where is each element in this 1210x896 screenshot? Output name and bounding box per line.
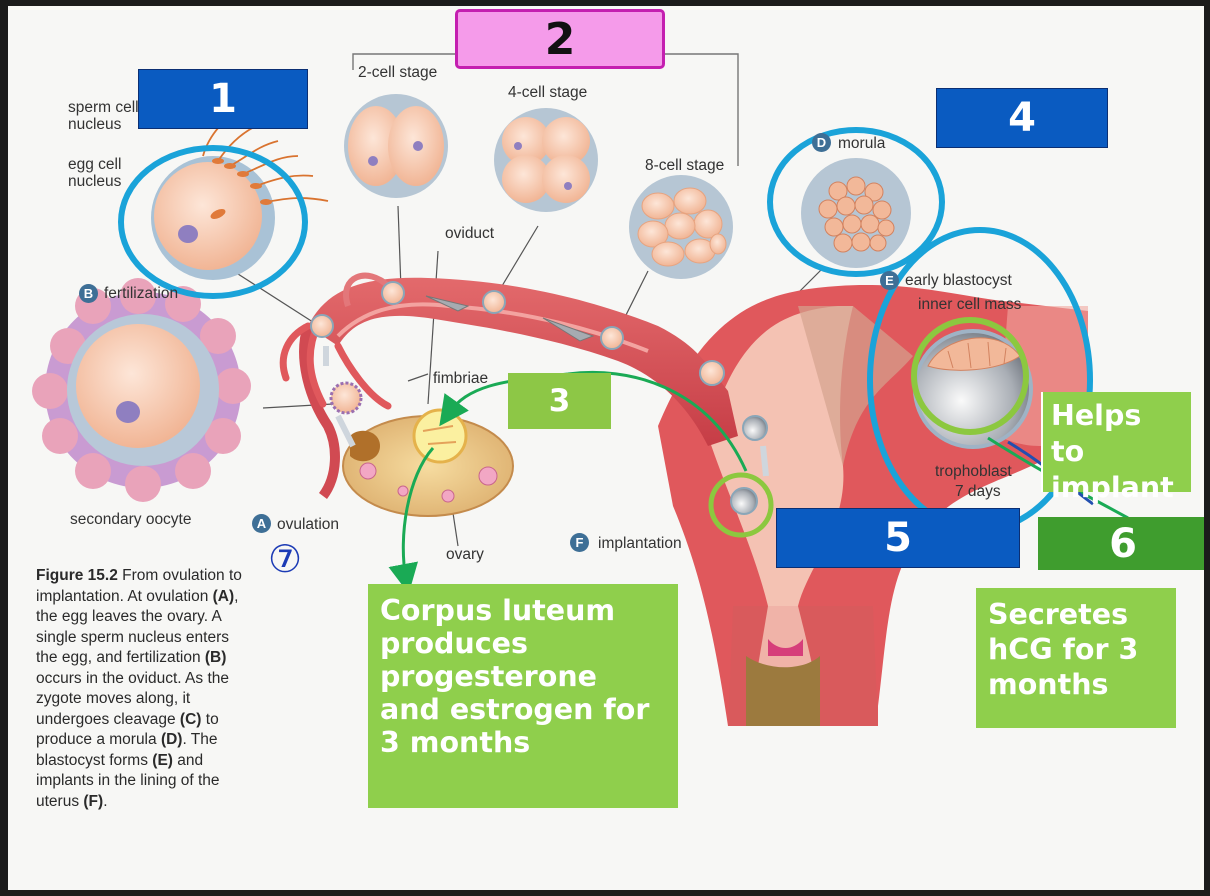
label-ovary: ovary: [446, 546, 484, 563]
ovary: [342, 408, 514, 517]
label-egg-nucleus: nucleus: [68, 173, 122, 191]
label-egg-cell: egg cell: [68, 156, 122, 173]
note-helps-to-implant: Helps to implant: [1041, 392, 1191, 504]
note-secretes-hcg: Secretes hCG for 3 months: [976, 588, 1176, 728]
caption-text-6: and implants in the lining of the uterus: [36, 751, 220, 810]
caption-text-5: . The blastocyst forms: [36, 731, 218, 769]
label-four-cell-stage: 4-cell stage: [508, 84, 588, 101]
reproduction-diagram: [32, 53, 1129, 726]
label-sperm-nucleus: nucleus: [68, 116, 122, 134]
caption-ref-b: (B): [204, 649, 227, 666]
number-box-4: 4: [936, 88, 1108, 148]
four-cell-embryo: [494, 108, 598, 212]
label-sperm-cell: sperm cell: [68, 99, 139, 116]
caption-ref-c: (C): [179, 710, 202, 728]
label-sperm-cell-nucleus: sperm cell nucleus: [68, 99, 139, 133]
caption-text-3: occurs in the oviduct. As the zygote mov…: [36, 669, 229, 728]
label-inner-cell-mass: inner cell mass: [918, 296, 1022, 313]
caption-ref-d: (D): [160, 731, 183, 748]
figure-caption: Figure 15.2 From ovulation to implantati…: [36, 566, 246, 812]
number-box-5: 5: [776, 508, 1020, 568]
label-morula: morula: [838, 135, 886, 152]
caption-text-7: .: [103, 792, 108, 810]
label-seven-days: 7 days: [955, 483, 1001, 500]
caption-text-2: , the egg leaves the ovary. A single spe…: [36, 587, 239, 667]
tube-cells: [310, 281, 769, 515]
label-fertilization: fertilization: [104, 285, 179, 302]
note-corpus-luteum: Corpus luteum produces progesterone and …: [368, 584, 678, 808]
caption-text-4: to produce a morula: [36, 710, 219, 749]
caption-ref-e: (E): [152, 751, 173, 769]
number-circled-7: ⑦: [267, 537, 303, 581]
label-secondary-oocyte: secondary oocyte: [70, 511, 192, 528]
caption-ref-a: (A): [212, 587, 235, 605]
label-oviduct: oviduct: [445, 225, 495, 242]
stage-letter-d: D: [812, 133, 831, 152]
eight-cell-embryo: [629, 175, 733, 279]
caption-ref-f: (F): [83, 792, 104, 810]
caption-title: Figure 15.2: [36, 567, 118, 584]
label-egg-cell-nucleus: egg cell nucleus: [68, 156, 121, 190]
label-trophoblast: trophoblast: [935, 463, 1012, 480]
label-two-cell-stage: 2-cell stage: [358, 64, 438, 81]
fertilization-egg: [151, 113, 329, 280]
number-box-3: 3: [508, 373, 611, 429]
number-box-2: 2: [455, 9, 665, 69]
slide: sperm cell nucleus egg cell nucleus B fe…: [8, 6, 1204, 890]
stage-letter-e: E: [880, 271, 899, 290]
secondary-oocyte: [32, 278, 251, 502]
stage-letter-b: B: [79, 284, 98, 303]
number-box-1: 1: [138, 69, 308, 129]
label-eight-cell-stage: 8-cell stage: [645, 157, 725, 174]
label-fimbriae: fimbriae: [433, 370, 489, 387]
label-ovulation: ovulation: [277, 516, 340, 533]
label-implantation: implantation: [598, 535, 682, 552]
two-cell-embryo: [344, 94, 448, 198]
morula: [801, 158, 911, 268]
stage-letter-f: F: [570, 533, 589, 552]
caption-text-1: From ovulation to implantation. At ovula…: [36, 567, 242, 605]
label-early-blastocyst: early blastocyst: [905, 272, 1012, 289]
stage-letter-a: A: [252, 514, 271, 533]
number-box-6: 6: [1038, 517, 1204, 570]
